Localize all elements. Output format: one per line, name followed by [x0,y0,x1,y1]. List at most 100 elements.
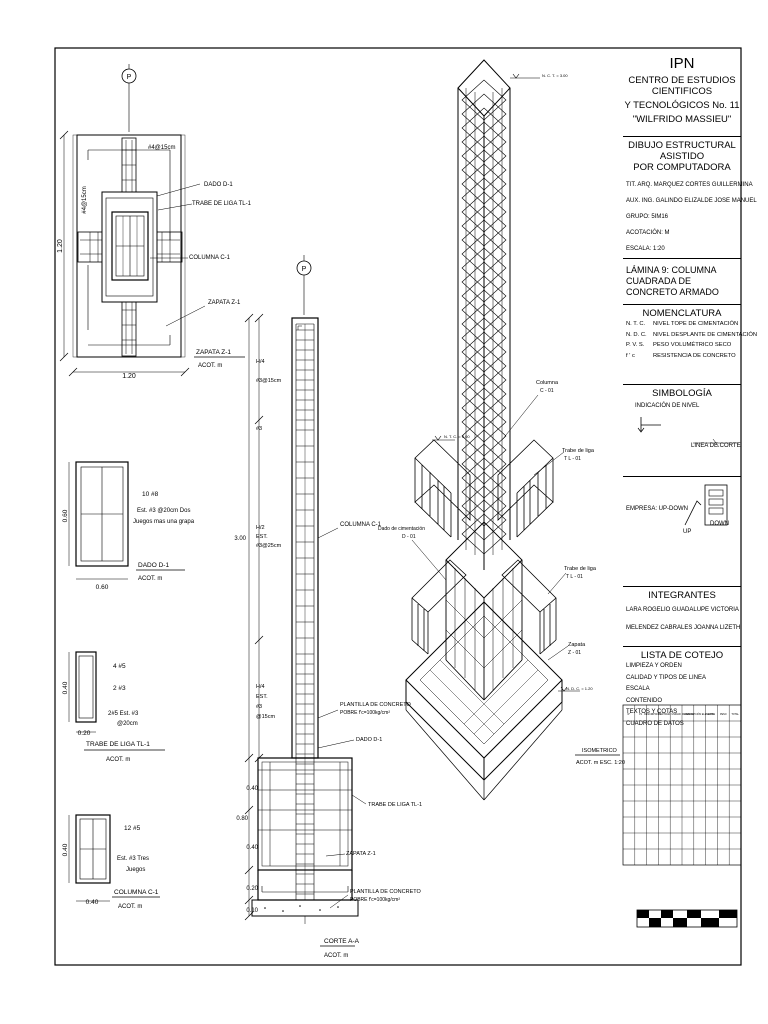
iso-label-trabe1a: Trabe de liga [562,448,595,454]
iso-label-trabe2b: T L - 01 [566,574,583,580]
iso-stirrup [461,317,507,359]
iso-label-columna2: C - 01 [540,388,554,394]
tb-cot-title: LISTA DE COTEJO [640,650,724,661]
trabe-est2: @20cm [117,721,138,727]
dado-dim-bottom: 0.60 [96,584,109,591]
columna-dim-side: 0.40 [62,843,69,856]
dado-section: 0.60 0.60 10 #8 Est. #3 @20cm Dos Juegos… [62,461,195,591]
iso-label-zapata1: Zapata [568,642,586,648]
dado-est1: Est. #3 @20cm Dos [137,508,190,514]
iso-label-trabe2a: Trabe de liga [564,566,597,572]
iso-label-columna1: Columna [536,380,559,386]
iso-title: ISOMETRICO [582,748,618,754]
tb-subject-1: DIBUJO ESTRUCTURAL ASISTIDO [628,140,736,162]
iso-stirrup [461,485,507,527]
elev-label-trabe: TRABE DE LIGA TL-1 [368,802,422,808]
iso-label-zapata2: Z - 01 [568,650,581,656]
logo-down: DOWN [710,521,729,527]
table-header-cell: MATERIAL [682,713,694,716]
tb-simb-corte: LINEA DE CORTE [691,443,741,449]
elev-dim-dado-bot: 0.40 [246,845,258,851]
iso-stirrup [461,401,507,443]
elev-sp3-l2: EST. [256,694,268,700]
elevation-view: P [234,255,422,959]
tb-cot-4: CONTENIDO [626,697,662,704]
iso-stirrup [461,205,507,247]
table-header-cell: DESCRIPCIÓN [644,713,661,716]
plan-label-dado: DADO D-1 [204,182,233,188]
iso-stirrup [461,107,507,149]
tb-nom-title: NOMENCLATURA [642,308,722,319]
tb-cot-2: CALIDAD Y TIPOS DE LINEA [626,674,707,681]
iso-stirrup [461,261,507,303]
tb-cot-1: LIMPIEZA Y ORDEN [626,663,682,669]
iso-label-dado2: D - 01 [402,534,416,540]
columna-section: 0.40 0.40 12 #5 Est. #3 Tres Juegos COLU… [62,814,160,910]
elev-title: CORTE A-A [324,938,360,945]
iso-ntc-left: N. T. C. = 0.00 [444,434,470,439]
iso-acot: ACOT. m ESC. 1:20 [576,760,625,766]
table-header-cell: UNIDAD [672,713,681,716]
elev-sp2-l2: EST. [256,534,268,540]
elev-sp3-l3: #3 [256,704,262,710]
table-header-cell: DESCRIPCIÓN ELEMENTO [685,713,716,716]
tb-nom-row-3: P. V. S.PESO VOLUMÉTRICO SECO [626,342,732,348]
iso-label-dado1: Dado de cimentación [378,526,425,532]
elev-sp3-l1: H/4 [256,684,265,690]
plan-label-trabe: TRABE DE LIGA TL-1 [192,201,252,207]
sheet-border [54,47,742,966]
elev-label-dado: DADO D-1 [356,737,382,743]
logo-up: UP [683,529,691,535]
tb-simb-title: SIMBOLOGÍA [652,388,712,399]
iso-stirrup [461,471,507,513]
iso-label-trabe1b: T L - 01 [564,456,581,462]
plan-rebar-side: #4@15cm [82,186,88,213]
table-header-cell: TOTAL [731,713,739,716]
iso-stirrup [461,163,507,205]
tb-acotacion: ACOTACIÓN: M [626,230,670,236]
elev-label-plantilla-bot1: PLANTILLA DE CONCRETO [350,889,422,895]
columna-title: COLUMNA C-1 [114,889,159,896]
trabe-dim-side: 0.40 [62,681,69,694]
table-header-cell: P1 [639,713,643,716]
plan-dim-side: 1.20 [57,239,64,253]
iso-stirrup [461,177,507,219]
table-header-cell: LONG. [708,713,716,716]
elev-acot: ACOT. m [324,953,348,959]
elev-dim-zapata: 0.20 [246,886,258,892]
iso-stirrup [461,121,507,163]
isometric-view [405,59,580,801]
tb-institution: IPN CENTRO DE ESTUDIOS CIENTIFICOS Y TEC… [623,48,741,136]
tb-cot-3: ESCALA [626,686,650,692]
iso-ntc-top: N. C. T. = 3.00 [542,73,568,78]
elev-dim-dado-top: 0.40 [246,786,258,792]
iso-ndc-right: N. D. C. = 1.20 [566,686,593,691]
tb-simbologia: SIMBOLOGÍA INDICACIÓN DE NIVEL LINEA DE … [623,384,741,476]
tb-nom-row-1: N. T. C.NIVEL TOPE DE CIMENTACIÓN [626,321,739,327]
tb-int-2: MELENDEZ CABRALES JOANNA LIZETH [626,625,741,631]
tb-escala: ESCALA: 1:20 [626,246,665,252]
table-header-cell: CANTIDAD [658,713,670,716]
dado-dim-side: 0.60 [62,509,69,522]
tb-cotejo: LISTA DE COTEJO LIMPIEZA Y ORDEN CALIDAD… [623,646,741,746]
iso-stirrup [461,303,507,345]
tb-cot-6: CUADRO DE DATOS [626,720,684,727]
plan-rebar-top: #4@15cm [148,145,175,151]
iso-stirrup [461,289,507,331]
elev-sp1-l1: H/4 [256,359,265,365]
iso-stirrup [461,93,507,135]
iso-stirrup [461,429,507,471]
elev-sp3-l4: @15cm [256,714,275,720]
plan-acot: ACOT. m [198,363,222,369]
columna-est2: Juegos [126,867,145,873]
tb-integrantes: INTEGRANTES LARA ROGELIO GUADALUPE VICTO… [623,586,741,646]
plan-north-label: P [127,74,132,81]
trabe-dim-bottom: 0.20 [78,730,91,737]
trabe-est1: 2#5 Est. #3 [108,711,139,717]
tb-inst-1: CENTRO DE ESTUDIOS CIENTIFICOS [628,75,736,97]
tb-aux: AUX. ING. GALINDO ELIZALDE JOSE MANUEL [626,198,757,204]
tb-nom-row-2: N. D. C.NIVEL DESPLANTE DE CIMENTACIÓN [626,331,758,338]
tb-int-title: INTEGRANTES [648,590,716,601]
